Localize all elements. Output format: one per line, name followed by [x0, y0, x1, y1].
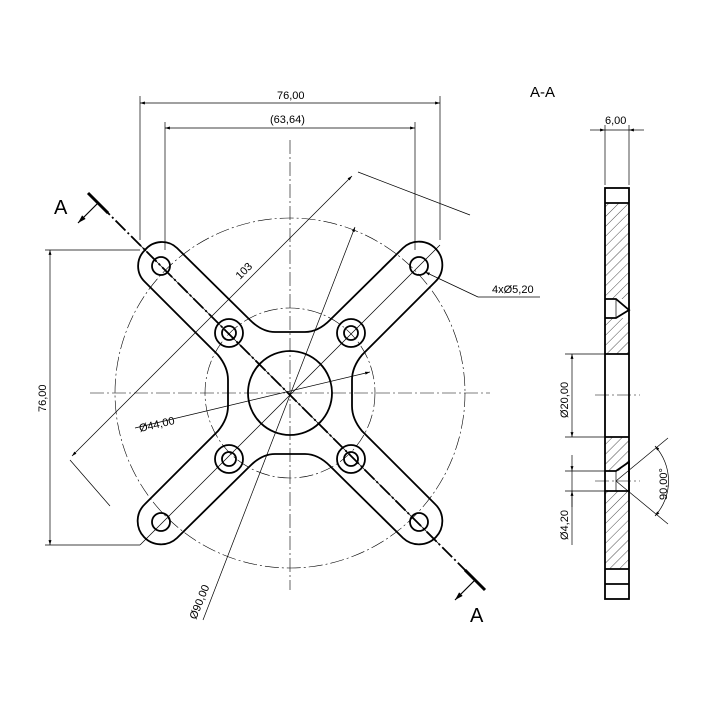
svg-text:6,00: 6,00 [605, 115, 626, 127]
dim-outer-dia: Ø90,00 [188, 226, 356, 621]
svg-text:76,00: 76,00 [277, 90, 305, 102]
section-line [99, 204, 476, 581]
csk-hole-bl [214, 444, 244, 474]
csk-hole-br [336, 444, 366, 474]
mount-hole-tr [409, 256, 429, 276]
section-title: A-A [530, 84, 555, 101]
svg-text:4xØ5,20: 4xØ5,20 [492, 284, 534, 296]
svg-text:90,00°: 90,00° [658, 468, 670, 500]
front-view [90, 140, 490, 590]
dim-height-overall: 76,00 [37, 249, 140, 546]
csk-hole-tr [336, 318, 366, 348]
section-mark-top: A [54, 191, 110, 224]
svg-text:Ø44,00: Ø44,00 [138, 415, 176, 435]
dim-inner-dia: Ø44,00 [134, 371, 371, 435]
dim-holes: 4xØ5,20 [424, 271, 540, 298]
svg-text:Ø4,20: Ø4,20 [559, 510, 571, 540]
mount-hole-br [409, 512, 429, 532]
dim-center-bore: Ø20,00 [559, 353, 605, 438]
dim-thickness: 6,00 [590, 115, 644, 185]
svg-text:76,00: 76,00 [37, 384, 49, 412]
section-letter-bottom: A [470, 605, 484, 627]
dim-csk-hole: Ø4,20 [559, 455, 605, 545]
svg-text:Ø20,00: Ø20,00 [559, 382, 571, 418]
svg-text:103: 103 [234, 261, 255, 282]
section-letter-top: A [54, 197, 68, 219]
svg-text:Ø90,00: Ø90,00 [188, 583, 213, 621]
mount-hole-bl [151, 512, 171, 532]
dim-csk-angle: 90,00° [615, 437, 670, 525]
svg-text:(63,64): (63,64) [270, 114, 305, 126]
section-mark-bottom: A [454, 568, 487, 627]
dim-diagonal: 103 [69, 171, 471, 507]
section-view [595, 187, 640, 600]
dim-width-ref: (63,64) [164, 114, 416, 250]
